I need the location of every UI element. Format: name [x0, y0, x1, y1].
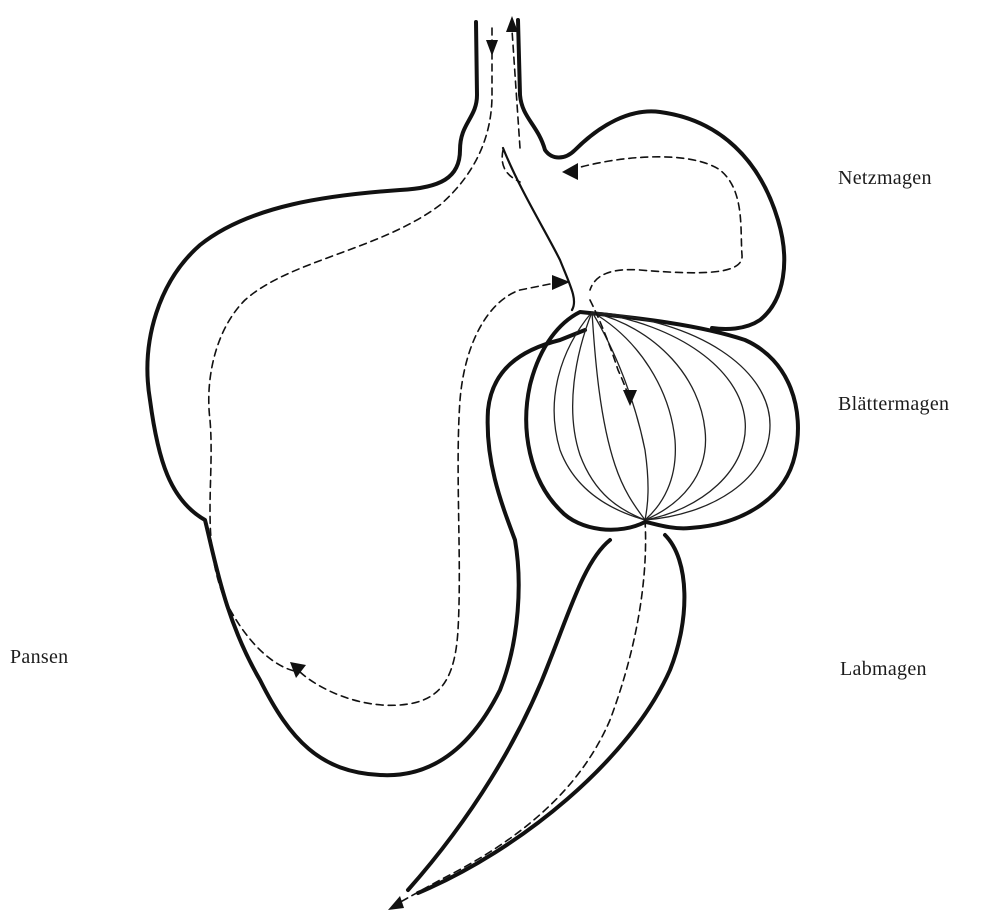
blaettermagen-outline: [526, 312, 798, 530]
arrow-into-netzmagen: [562, 163, 578, 180]
label-netzmagen: Netzmagen: [838, 167, 932, 190]
labmagen-outline: [408, 540, 610, 890]
arrow-omasum-down: [623, 390, 637, 406]
labmagen-outline-right: [418, 535, 684, 893]
flow-paths: [209, 28, 742, 905]
arrow-exit: [388, 896, 404, 910]
label-labmagen: Labmagen: [840, 658, 927, 681]
label-blaettermagen: Blättermagen: [838, 393, 949, 416]
arrow-down-esophagus: [486, 40, 498, 56]
label-pansen: Pansen: [10, 646, 68, 669]
blaettermagen-folds: [554, 312, 770, 520]
flow-arrowheads: [290, 16, 637, 910]
